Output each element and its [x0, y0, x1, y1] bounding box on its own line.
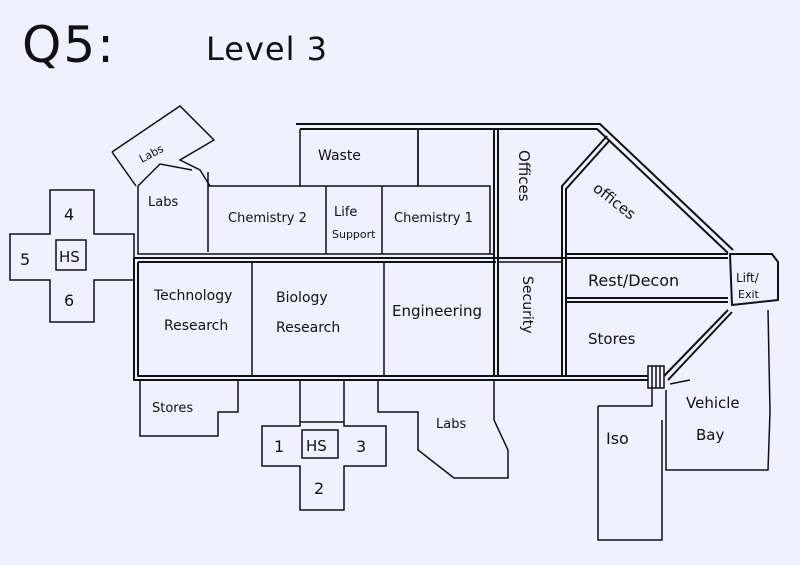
- room-vehicle-bay-line2: Bay: [696, 426, 724, 444]
- hub-left-bottom: 6: [64, 291, 74, 310]
- room-waste: Waste: [318, 148, 361, 164]
- room-labs-lower: Labs: [436, 417, 466, 432]
- hub-bottom: [261, 421, 387, 511]
- room-labs-upper: Labs: [148, 195, 178, 210]
- room-engineering: Engineering: [392, 302, 482, 320]
- room-stores-left: Stores: [152, 401, 193, 416]
- room-offices-diagonal: offices: [590, 179, 640, 223]
- room-stores-right: Stores: [588, 330, 636, 348]
- room-biology-line1: Biology: [276, 290, 328, 306]
- hub-bottom-right: 3: [356, 437, 366, 456]
- room-biology-line2: Research: [276, 320, 340, 336]
- hub-left-center: HS: [59, 248, 80, 266]
- room-security: Security: [519, 276, 535, 334]
- hub-left-left: 5: [20, 250, 30, 269]
- hub-left-top: 4: [64, 205, 74, 224]
- main-corridor: [133, 123, 734, 381]
- room-offices-vertical: Offices: [515, 150, 533, 202]
- hub-bottom-center: HS: [306, 437, 327, 455]
- hub-bottom-left: 1: [274, 437, 284, 456]
- room-chemistry-1: Chemistry 1: [394, 211, 473, 226]
- room-lift-exit-line1: Lift/: [736, 271, 760, 285]
- room-iso: Iso: [606, 429, 629, 448]
- hub-bottom-bottom: 2: [314, 479, 324, 498]
- room-lift-exit-line2: Exit: [738, 288, 760, 301]
- middle-rooms: [251, 261, 562, 376]
- room-labels: Waste Labs Labs Chemistry 2 Life Support…: [20, 142, 760, 498]
- room-vehicle-bay-line1: Vehicle: [686, 394, 740, 412]
- room-life-support-line2: Support: [332, 228, 376, 241]
- room-life-support-line1: Life: [334, 205, 357, 220]
- question-number: Q5:: [22, 16, 117, 74]
- room-technology-line1: Technology: [153, 288, 232, 304]
- lift-exit[interactable]: [729, 253, 779, 306]
- room-technology-line2: Research: [164, 318, 228, 334]
- upper-rooms: [111, 105, 494, 255]
- room-chemistry-2: Chemistry 2: [228, 211, 307, 226]
- room-labs-tilted: Labs: [137, 142, 166, 166]
- hub-left: [9, 189, 135, 323]
- room-rest-decon: Rest/Decon: [588, 271, 679, 290]
- lower-wing: [139, 309, 771, 541]
- level-title: Level 3: [206, 30, 328, 68]
